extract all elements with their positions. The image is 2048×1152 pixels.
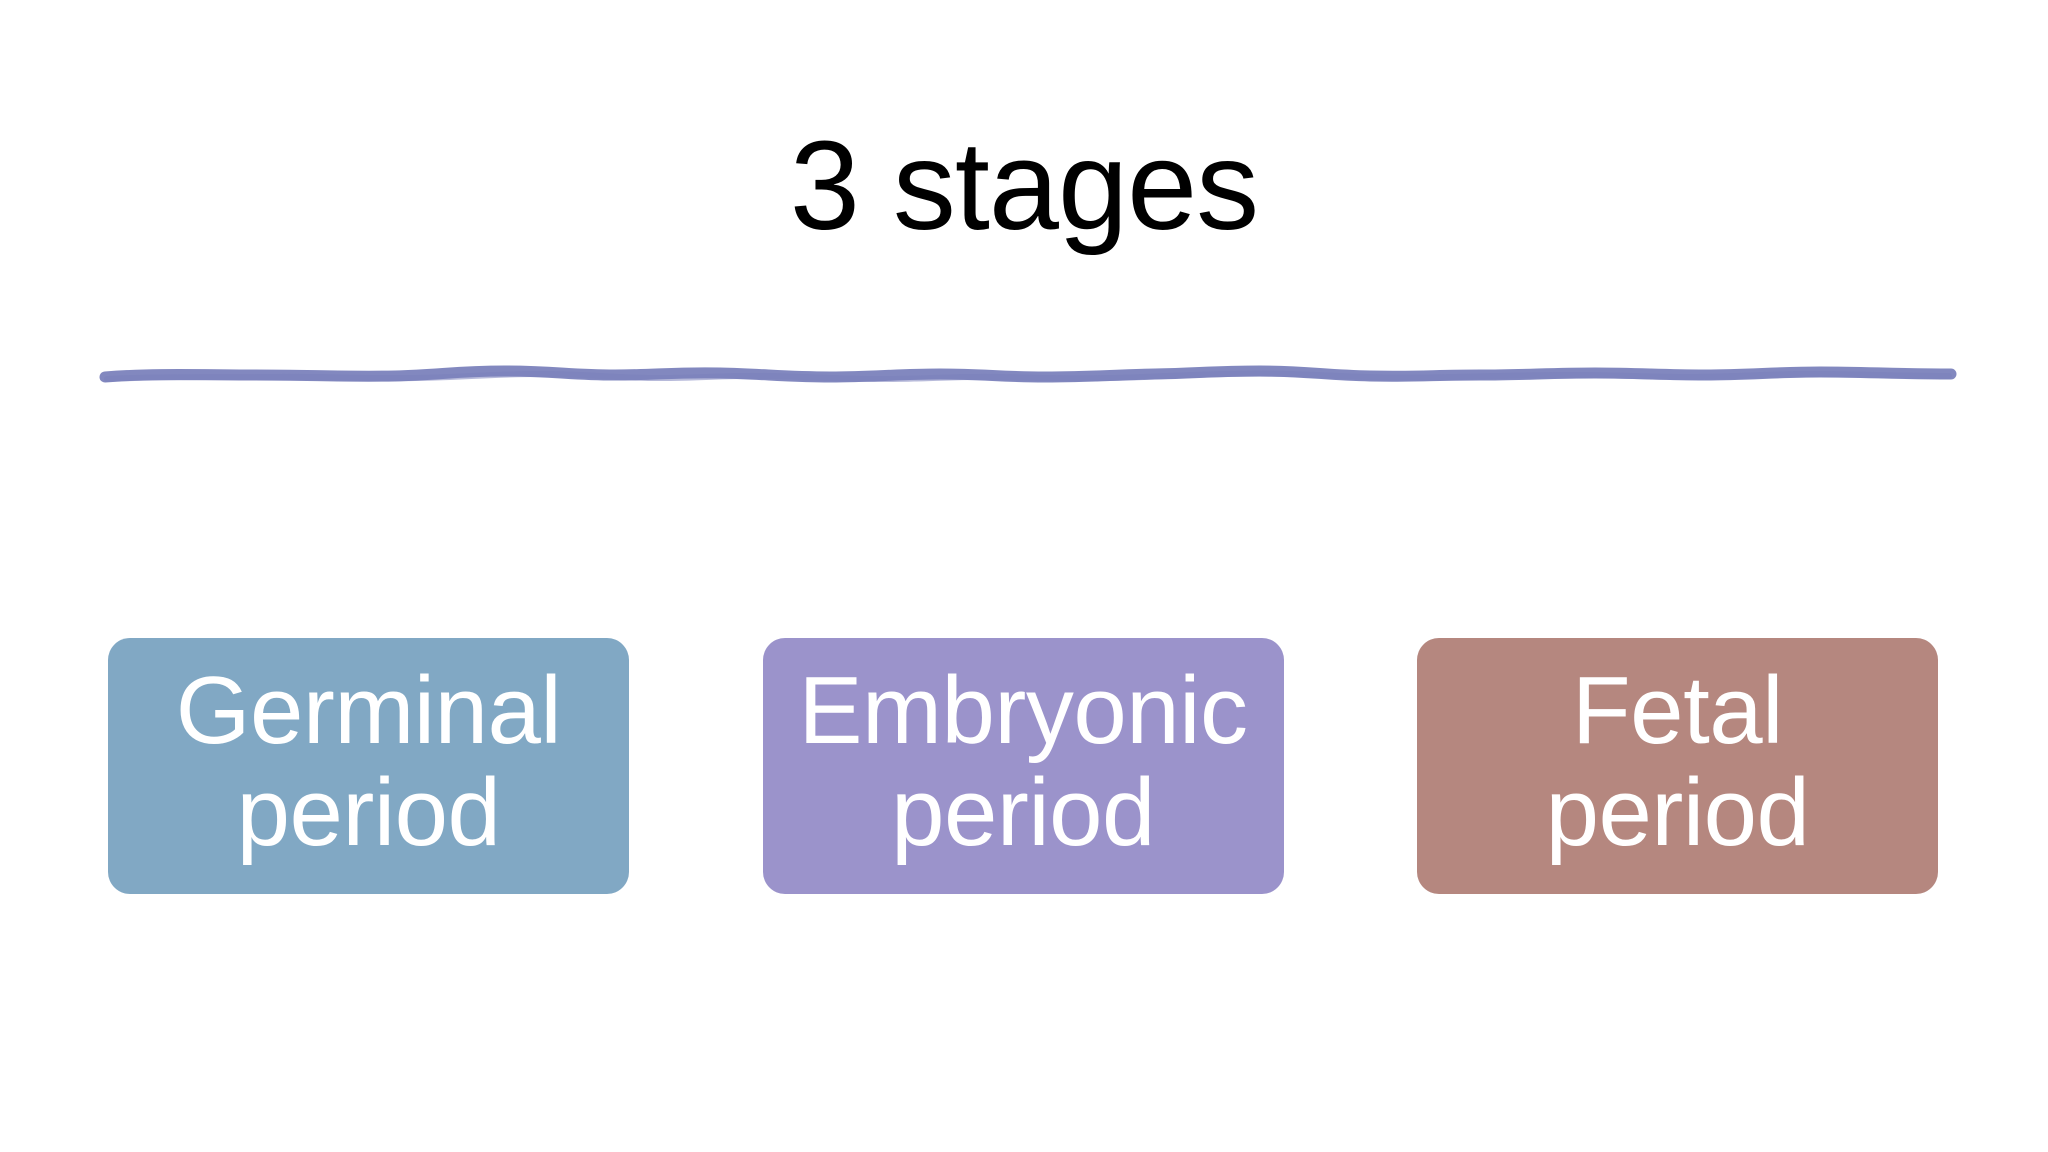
wavy-underline-icon — [99, 365, 1957, 383]
stage-box-germinal[interactable]: Germinal period — [108, 638, 629, 894]
page-title: 3 stages — [789, 115, 1259, 256]
title-block: 3 stages — [0, 115, 2048, 256]
divider — [95, 350, 1961, 398]
stage-box-embryonic[interactable]: Embryonic period — [762, 638, 1284, 894]
stages-row: Germinal period Embryonic period Fetal p… — [108, 638, 1938, 894]
stage-label-fetal: Fetal period — [1545, 657, 1810, 866]
stage-label-germinal: Germinal period — [175, 657, 562, 866]
stage-label-embryonic: Embryonic period — [798, 657, 1248, 866]
stage-box-fetal[interactable]: Fetal period — [1417, 638, 1938, 894]
